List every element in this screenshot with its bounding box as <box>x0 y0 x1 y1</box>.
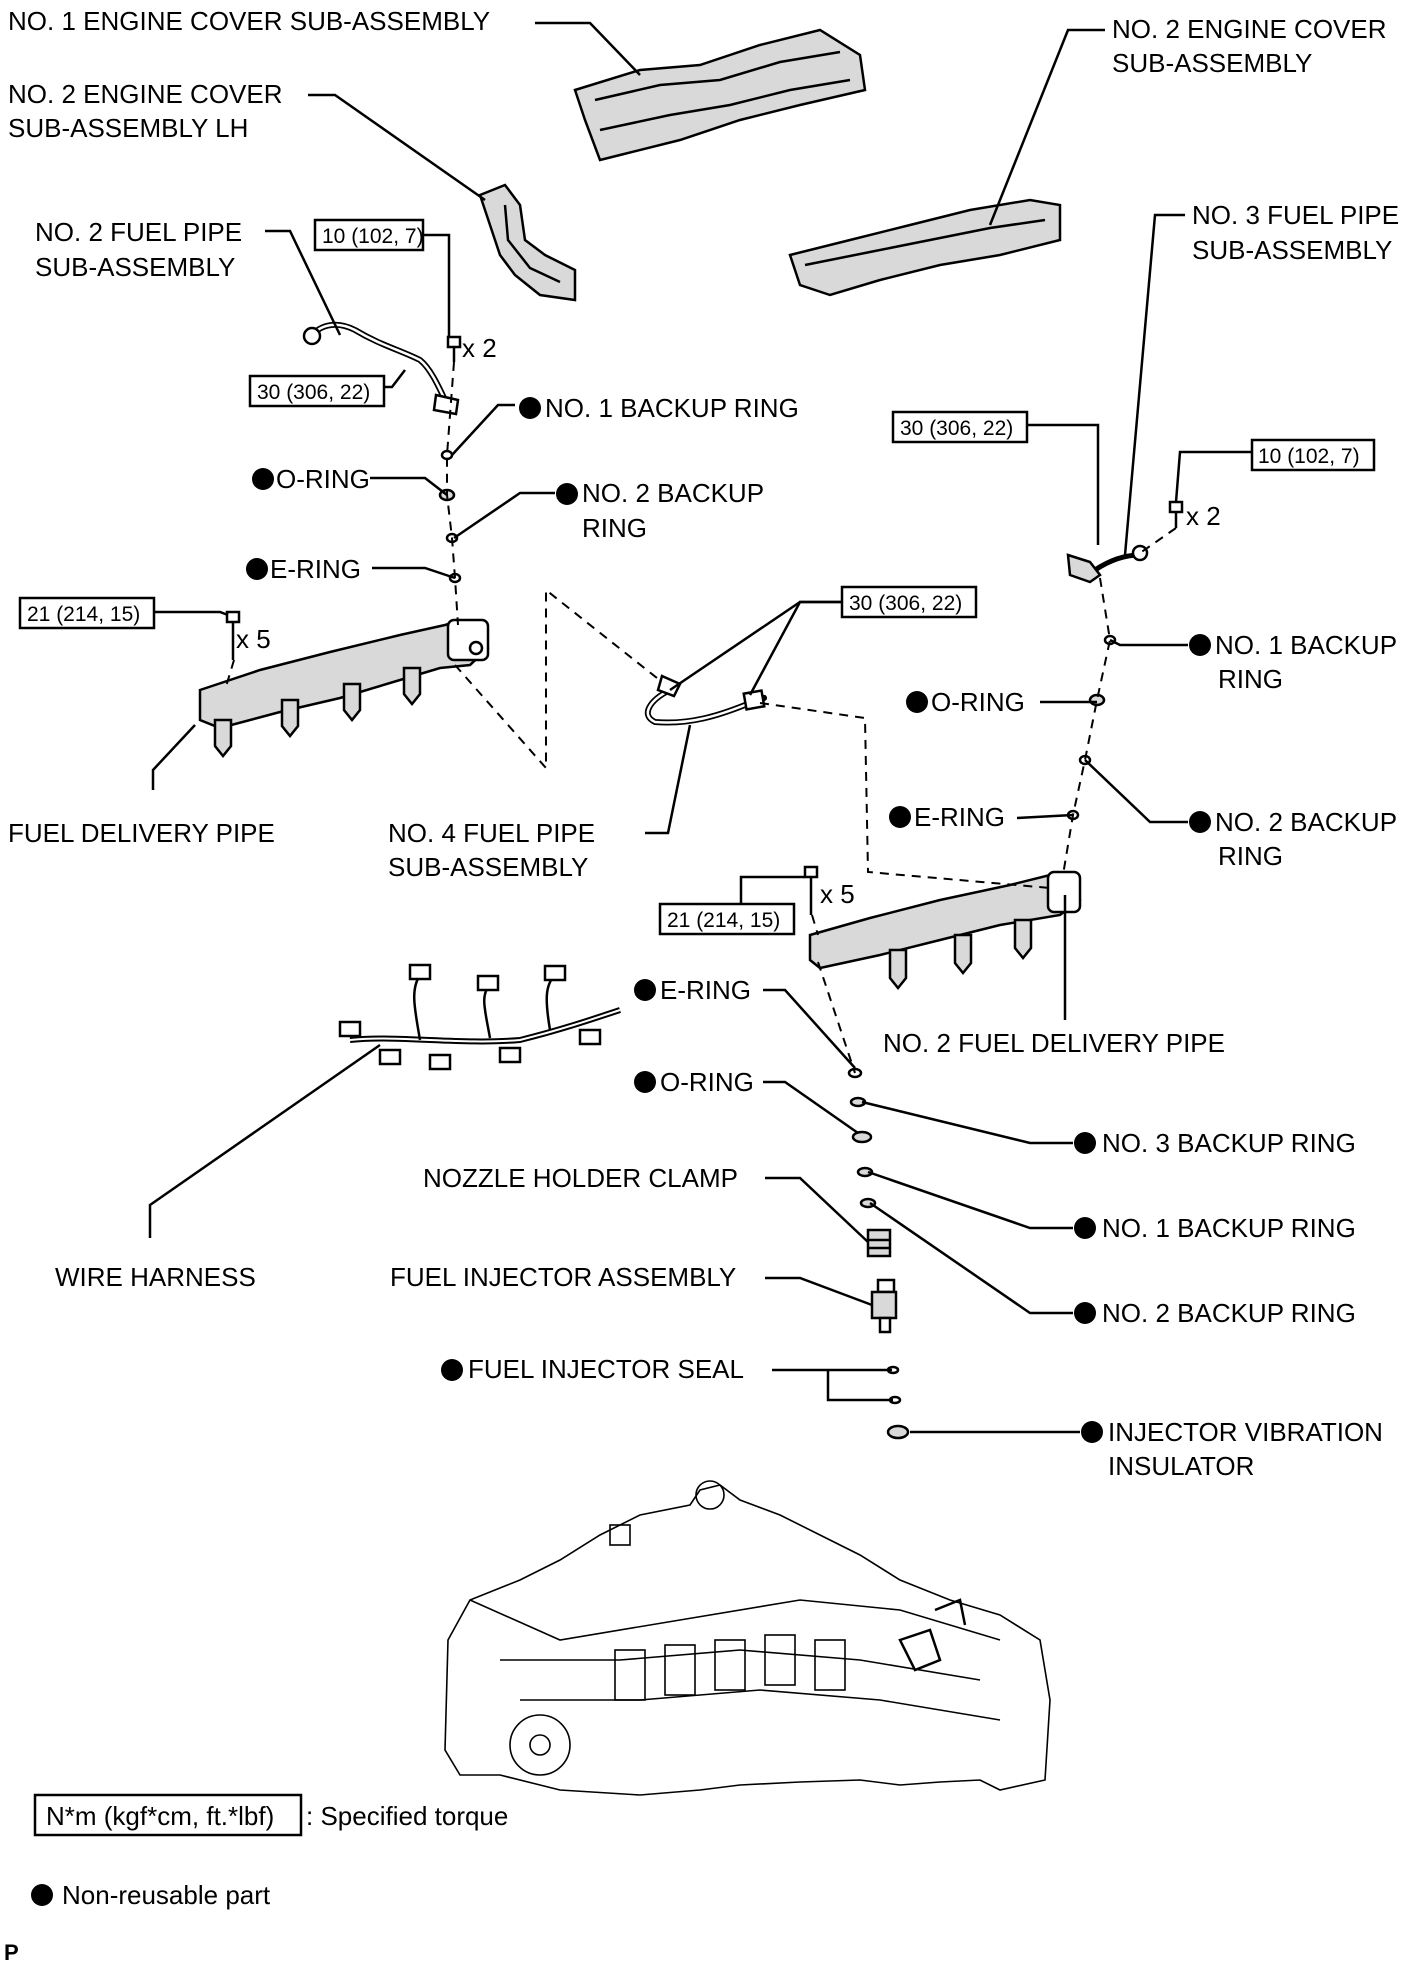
torque-30-left: 30 (306, 22) <box>257 381 370 404</box>
right-bolt-x2-drawing <box>1168 500 1184 528</box>
torque-10-left: 10 (102, 7) <box>322 225 424 248</box>
right-bolt-qty: x 2 <box>1186 501 1221 531</box>
no2-fuel-pipe-drawing <box>302 321 460 416</box>
label-center-e-ring: E-RING <box>660 975 751 1005</box>
label-right-no1-backup-ring-2: RING <box>1218 664 1283 694</box>
injector-vibration-insulator-drawing <box>886 1424 910 1440</box>
center-no1-backup-ring-drawing <box>856 1166 874 1178</box>
label-no2-engine-cover-1: NO. 2 ENGINE COVER <box>1112 14 1387 44</box>
center-o-ring-drawing <box>851 1130 873 1144</box>
label-no3-fuel-pipe-1: NO. 3 FUEL PIPE <box>1192 200 1399 230</box>
non-reusable-markers <box>31 397 1211 1906</box>
torque-spec-boxes: 10 (102, 7) 30 (306, 22) 30 (306, 22) 10… <box>18 218 1376 936</box>
label-no2-fuel-pipe-1: NO. 2 FUEL PIPE <box>35 217 242 247</box>
no2-fuel-delivery-pipe-drawing <box>808 870 1082 991</box>
label-fuel-injector-assembly: FUEL INJECTOR ASSEMBLY <box>390 1262 736 1292</box>
label-no4-fuel-pipe-2: SUB-ASSEMBLY <box>388 852 588 882</box>
no1-engine-cover-drawing <box>573 28 867 162</box>
label-right-no1-backup-ring-1: NO. 1 BACKUP <box>1215 630 1397 660</box>
left-rail-bolt-drawing <box>225 610 241 660</box>
left-bolt-qty: x 2 <box>462 333 497 363</box>
leader-lines <box>148 21 1252 1434</box>
torque-30-mid: 30 (306, 22) <box>849 592 962 615</box>
label-left-no2-backup-ring-2: RING <box>582 513 647 543</box>
label-no2-fuel-pipe-2: SUB-ASSEMBLY <box>35 252 235 282</box>
label-injector-vibration-insulator-1: INJECTOR VIBRATION <box>1108 1417 1383 1447</box>
label-left-no2-backup-ring-1: NO. 2 BACKUP <box>582 478 764 508</box>
label-left-e-ring: E-RING <box>270 554 361 584</box>
torque-10-right: 10 (102, 7) <box>1258 445 1360 468</box>
left-rail-bolt-qty: x 5 <box>236 624 271 654</box>
label-no2-engine-cover-lh-1: NO. 2 ENGINE COVER <box>8 79 283 109</box>
assembly-dashed-lines <box>224 361 1177 1074</box>
label-fuel-delivery-pipe: FUEL DELIVERY PIPE <box>8 818 275 848</box>
label-fuel-injector-seal: FUEL INJECTOR SEAL <box>468 1354 744 1384</box>
legend-torque-units: N*m (kgf*cm, ft.*lbf) <box>46 1801 274 1831</box>
wire-harness-drawing <box>338 963 621 1071</box>
fuel-injector-assembly-drawing <box>870 1278 898 1334</box>
label-injector-vibration-insulator-2: INSULATOR <box>1108 1451 1254 1481</box>
corner-mark: P <box>4 1940 19 1963</box>
label-right-o-ring: O-RING <box>931 687 1025 717</box>
label-center-no3-backup-ring: NO. 3 BACKUP RING <box>1102 1128 1356 1158</box>
torque-21-left: 21 (214, 15) <box>27 603 140 626</box>
no4-fuel-pipe-drawing <box>644 674 767 726</box>
right-rail-bolt-qty: x 5 <box>820 879 855 909</box>
legend-non-reusable: Non-reusable part <box>62 1880 271 1910</box>
right-rail-bolt-drawing <box>803 865 819 915</box>
engine-block-drawing <box>444 1480 1051 1796</box>
label-no4-fuel-pipe-1: NO. 4 FUEL PIPE <box>388 818 595 848</box>
label-no2-engine-cover-lh-2: SUB-ASSEMBLY LH <box>8 113 248 143</box>
no2-engine-cover-drawing <box>788 198 1062 297</box>
fuel-delivery-pipe-drawing <box>198 618 490 759</box>
legend-torque-desc: : Specified torque <box>306 1801 508 1831</box>
label-center-o-ring: O-RING <box>660 1067 754 1097</box>
label-center-no2-backup-ring: NO. 2 BACKUP RING <box>1102 1298 1356 1328</box>
torque-21-right: 21 (214, 15) <box>667 909 780 932</box>
label-right-no2-backup-ring-1: NO. 2 BACKUP <box>1215 807 1397 837</box>
label-wire-harness: WIRE HARNESS <box>55 1262 256 1292</box>
label-left-o-ring: O-RING <box>276 464 370 494</box>
legend: N*m (kgf*cm, ft.*lbf) : Specified torque… <box>33 1793 508 1910</box>
label-center-no1-backup-ring: NO. 1 BACKUP RING <box>1102 1213 1356 1243</box>
label-nozzle-holder-clamp: NOZZLE HOLDER CLAMP <box>423 1163 738 1193</box>
label-right-no2-backup-ring-2: RING <box>1218 841 1283 871</box>
label-no1-engine-cover: NO. 1 ENGINE COVER SUB-ASSEMBLY <box>8 6 490 36</box>
left-bolt-x2-drawing <box>446 335 462 362</box>
no2-engine-cover-lh-drawing <box>478 183 577 302</box>
label-no3-fuel-pipe-2: SUB-ASSEMBLY <box>1192 235 1392 265</box>
label-left-no1-backup-ring: NO. 1 BACKUP RING <box>545 393 799 423</box>
nozzle-holder-clamp-drawing <box>866 1228 892 1258</box>
torque-30-right: 30 (306, 22) <box>900 417 1013 440</box>
no3-fuel-pipe-drawing <box>1066 544 1149 584</box>
label-no2-engine-cover-2: SUB-ASSEMBLY <box>1112 48 1312 78</box>
label-right-e-ring: E-RING <box>914 802 1005 832</box>
label-no2-fuel-delivery-pipe: NO. 2 FUEL DELIVERY PIPE <box>883 1028 1225 1058</box>
